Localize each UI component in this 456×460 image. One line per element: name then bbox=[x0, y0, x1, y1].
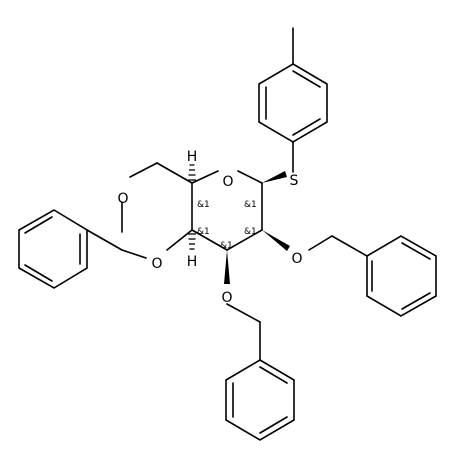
tolyl-ring bbox=[258, 63, 328, 143]
tolyl-group bbox=[258, 27, 328, 173]
o2-ch2-bond bbox=[308, 235, 333, 251]
atom-o3: O bbox=[221, 290, 232, 306]
atom-o2: O bbox=[291, 251, 302, 267]
c2-o2-wedge bbox=[262, 230, 290, 251]
c6-o-bond bbox=[129, 162, 158, 178]
benzyl-3 bbox=[225, 303, 295, 441]
c3-o3-wedge bbox=[224, 250, 230, 284]
atom-dioxane-o1: O bbox=[117, 191, 128, 207]
benzyl-2 bbox=[308, 235, 437, 317]
atom-ring-o: O bbox=[222, 174, 233, 190]
atom-h5: H bbox=[187, 149, 198, 165]
stereo-c5: &1 bbox=[197, 200, 210, 210]
stereo-c2: &1 bbox=[244, 227, 257, 237]
ringo-c1-bond bbox=[237, 170, 263, 184]
stereo-c3: &1 bbox=[220, 241, 233, 251]
dioxane-ring bbox=[86, 162, 193, 259]
c1-s-wedge bbox=[262, 171, 287, 183]
c4-h-hash bbox=[188, 233, 196, 250]
phenyl-ring-bottom bbox=[225, 359, 295, 441]
tolyl-double-1 bbox=[292, 70, 321, 88]
phenyl-ring-left bbox=[18, 209, 88, 289]
phenyl-ring-right bbox=[366, 235, 437, 317]
c5-h-hash bbox=[188, 164, 196, 181]
c5-ringo-bond bbox=[191, 170, 219, 184]
stereo-c1: &1 bbox=[244, 200, 257, 210]
benzylidene-phenyl bbox=[18, 209, 88, 289]
o-c4-bond bbox=[166, 229, 193, 251]
stereo-c4: &1 bbox=[197, 227, 210, 237]
atom-h4: H bbox=[187, 254, 198, 270]
ch2-ph-bond bbox=[331, 235, 368, 257]
pyranose-ring bbox=[188, 164, 290, 284]
acetal-phenyl-bond bbox=[86, 229, 123, 251]
c5-c6-bond bbox=[156, 162, 193, 184]
c2-c3-bond bbox=[226, 229, 263, 251]
c3-c4-bond bbox=[191, 229, 228, 251]
atom-dioxane-o2: O bbox=[151, 256, 162, 272]
o3-ch2-bond bbox=[226, 303, 261, 323]
acetal-o-bond bbox=[121, 249, 147, 259]
atom-s: S bbox=[290, 173, 299, 189]
tolyl-double-2 bbox=[292, 118, 321, 136]
